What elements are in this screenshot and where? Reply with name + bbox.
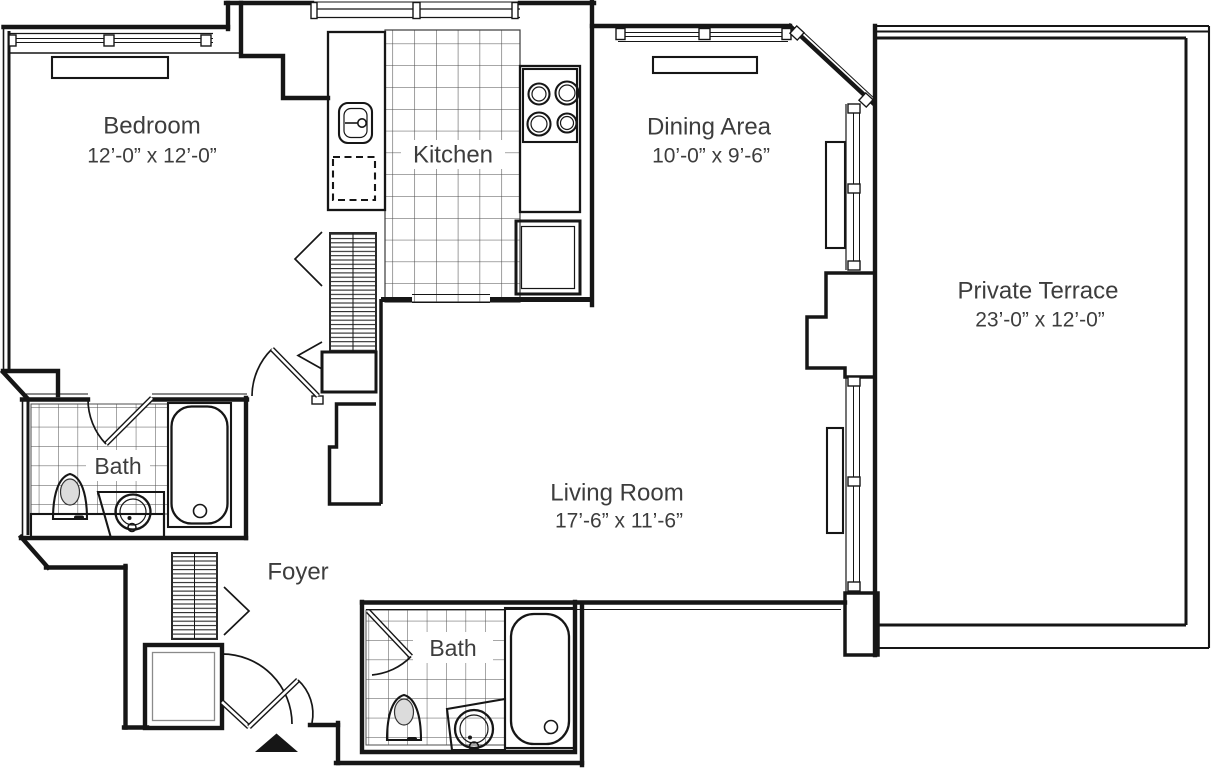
- bath-lower-label: Bath: [429, 635, 476, 661]
- bedroom-window: [8, 32, 241, 54]
- kitchen-counter: [326, 30, 582, 214]
- dresser-icon: [50, 55, 170, 80]
- terrace-label: Private Terrace: [958, 278, 1119, 305]
- utility-closet-box: [142, 642, 225, 731]
- dining-label: Dining Area: [647, 114, 772, 141]
- bedroom-closet-bifold-icon: [293, 231, 323, 370]
- dining-window: [615, 27, 792, 42]
- bath-left-label: Bath: [94, 453, 141, 479]
- range-4-burner-icon: [521, 67, 580, 144]
- entrance-arrow-icon: [255, 733, 298, 752]
- living-dims: 17’-6” x 11’-6”: [555, 510, 683, 533]
- bedroom-dims: 12’-0” x 12’-0”: [87, 145, 217, 168]
- bedroom-closet-shelves: [329, 232, 377, 353]
- dining-radiator-icon: [824, 140, 847, 250]
- kitchen-sink-icon: [337, 101, 374, 145]
- dining-terrace-window: [845, 103, 861, 271]
- bedroom-label: Bedroom: [103, 113, 200, 140]
- dishwasher-icon: [331, 155, 377, 202]
- exterior-walls: [0, 0, 878, 768]
- living-label: Living Room: [550, 480, 683, 507]
- dining-cabinet-icon: [651, 55, 759, 75]
- southeast-pier: [843, 591, 880, 657]
- dining-dims: 10’-0” x 9’-6”: [652, 145, 770, 168]
- kitchen-label: Kitchen: [413, 142, 493, 169]
- foyer-coat-closet: [171, 552, 251, 640]
- bedroom-door: [251, 347, 320, 398]
- dining-corner-window: [788, 24, 877, 109]
- bath-left: [29, 396, 233, 540]
- living-radiator-icon: [825, 426, 845, 535]
- foyer-label: Foyer: [267, 559, 328, 586]
- refrigerator-icon: [514, 219, 582, 296]
- terrace-dims: 23’-0” x 12’-0”: [975, 309, 1105, 332]
- entry-double-door: [220, 653, 314, 729]
- room-labels: Bedroom 12’-0” x 12’-0” Kitchen Dining A…: [86, 113, 1119, 663]
- kitchen-window: [310, 1, 520, 20]
- terrace-parapet-railing: [873, 24, 1211, 650]
- terrace-door-pier: [805, 271, 877, 379]
- bath-lower: [366, 606, 577, 752]
- living-terrace-window: [845, 376, 861, 593]
- closet-base-cabinet: [320, 350, 378, 394]
